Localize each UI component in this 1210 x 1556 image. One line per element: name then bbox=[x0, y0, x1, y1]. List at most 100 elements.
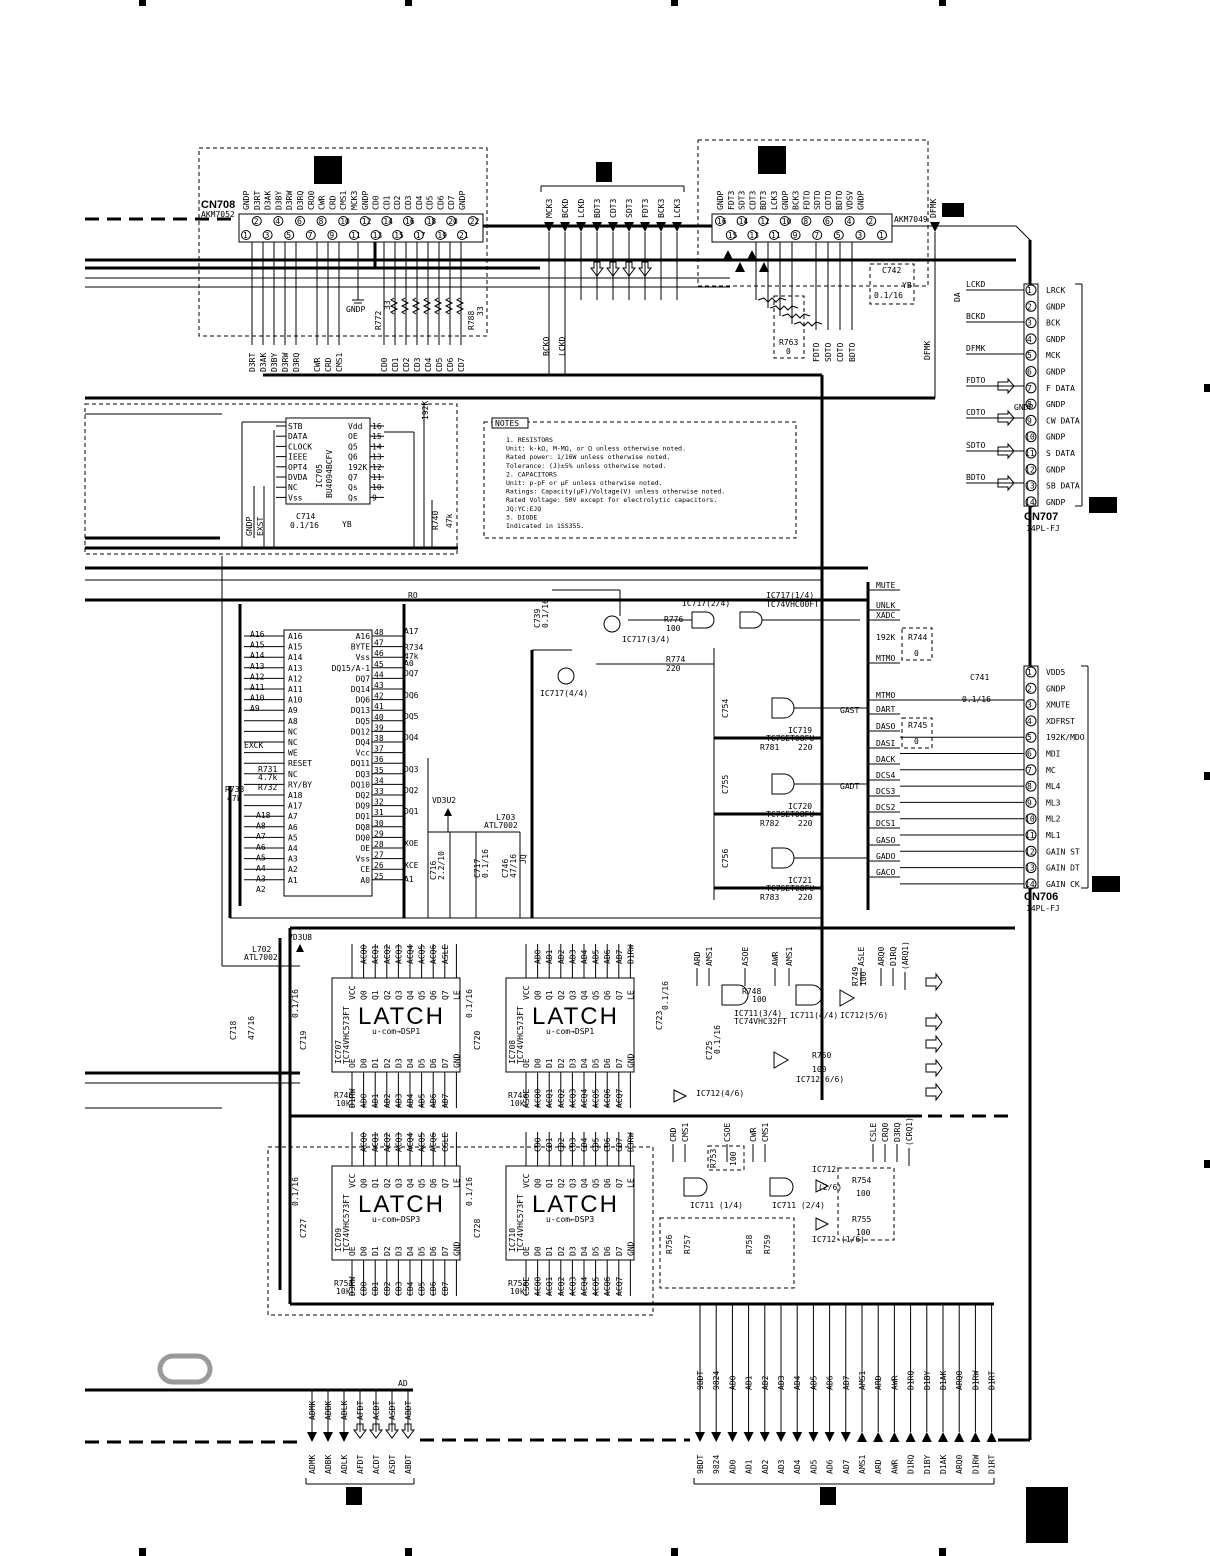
cn706-pin-name: ML2 bbox=[1046, 815, 1061, 824]
latch-top-pin: Q1 bbox=[545, 1178, 554, 1188]
latch-direction: u-com←DSP3 bbox=[546, 1215, 594, 1224]
latch-top-pin: VCC bbox=[522, 985, 531, 1000]
latch-bottom-pin: D5 bbox=[418, 1246, 427, 1256]
latch-bottom-signal: CD3 bbox=[394, 1281, 403, 1296]
resistor-zigzag bbox=[411, 297, 421, 315]
ic704-pin-number: 37 bbox=[374, 745, 384, 754]
r757-label: R757 bbox=[683, 1235, 692, 1254]
ic704-right-pin: A0 bbox=[360, 876, 370, 885]
latch-gate-signal: AWR bbox=[771, 951, 780, 966]
ic704-left-ext: A11 bbox=[250, 683, 265, 692]
r788-value: 33 bbox=[476, 306, 485, 316]
latch-cap-value: 0.1/16 bbox=[291, 1177, 300, 1206]
ic704-left-pin: A18 bbox=[288, 791, 303, 800]
cn707-pin-name: GNDP bbox=[1046, 465, 1065, 474]
ic704-left-pin: A1 bbox=[288, 876, 298, 885]
cn708-pin-circle bbox=[424, 216, 435, 226]
buffer-gate bbox=[771, 773, 795, 795]
cn708-pin-number: 21 bbox=[459, 231, 469, 240]
cn708-pin-name: GNDP bbox=[242, 191, 251, 210]
ic704-pin-number: 30 bbox=[374, 819, 384, 828]
latch-bottom-pin: GND bbox=[452, 1241, 461, 1256]
cn709-pin-circle bbox=[747, 230, 758, 240]
latch-body bbox=[331, 1165, 461, 1261]
resistor-zigzag bbox=[433, 297, 443, 315]
latch-top-pin: Q7 bbox=[615, 1178, 624, 1188]
cn706-input-label: DCS3 bbox=[876, 787, 895, 796]
latch-bottom-signal: CD7 bbox=[441, 1281, 450, 1296]
ic704-left-pin: RY/BY bbox=[288, 780, 312, 789]
r763-label: R763 bbox=[779, 338, 798, 347]
ic704-pin-number: 48 bbox=[374, 628, 384, 637]
latch-bottom-pin: D1 bbox=[371, 1246, 380, 1256]
cn709-pin-name: CDT3 bbox=[748, 191, 757, 210]
latch-top-pin: Q2 bbox=[383, 1178, 392, 1188]
bcko-label: BCKO bbox=[542, 337, 551, 356]
ic704-left-pin: A12 bbox=[288, 674, 303, 683]
ic705-right-pin: Qs bbox=[348, 483, 358, 492]
latch-bottom-pin: GND bbox=[452, 1053, 461, 1068]
ic704-right-pin: DQ15/A-1 bbox=[332, 664, 371, 673]
bottom-right-signal: AD0 bbox=[728, 1459, 737, 1474]
latch-top-signal: AD2 bbox=[557, 949, 566, 964]
l702-label: L702 bbox=[252, 945, 271, 954]
cn708-pin-circle bbox=[241, 230, 251, 240]
bottom-left-signal: ASDT bbox=[388, 1455, 397, 1474]
latch-title: LATCH bbox=[358, 1191, 445, 1218]
bottom-left-hollow-arrow bbox=[401, 1423, 415, 1439]
latch-top-pin: Q3 bbox=[394, 990, 403, 1000]
tab-block-bottom-left bbox=[346, 1487, 362, 1505]
bottom-right-signal: AD6 bbox=[826, 1459, 835, 1474]
cn707-pin-number: 5 bbox=[1027, 351, 1032, 360]
c716-value: 2.2/10 bbox=[437, 851, 446, 880]
latch-bottom-pin: D1 bbox=[371, 1058, 380, 1068]
bottom-right-signal: D1RT bbox=[988, 1455, 997, 1474]
cn707-pin-number: 7 bbox=[1027, 384, 1032, 393]
bottom-left-bus: ADMKADMKADBKADBKADLKADLKAFDTAFDTACDTACDT… bbox=[307, 1390, 415, 1474]
cn709-pin-circle bbox=[823, 216, 833, 226]
latch-gate-signal: (CRQ1) bbox=[905, 1117, 914, 1146]
bottom-right-signal: AD7 bbox=[842, 1459, 851, 1474]
cn709-pin-number: 2 bbox=[868, 217, 873, 226]
ic704-left-pin: A6 bbox=[288, 823, 298, 832]
latch-bottom-pin: D4 bbox=[406, 1246, 415, 1256]
gate-9-label: IC712(4/6) bbox=[696, 1089, 744, 1098]
buffer-ref: IC719 bbox=[788, 726, 812, 735]
latch-bottom-signal: ACQ0 bbox=[534, 1089, 543, 1108]
cn707-pin-circle bbox=[1025, 431, 1037, 443]
buffer-cap: C756 bbox=[721, 849, 730, 868]
cn706-input-label: DCS1 bbox=[876, 819, 895, 828]
ic705-right-pin: Q7 bbox=[348, 473, 358, 482]
bottom-right-arrow bbox=[792, 1432, 803, 1442]
ic704-left-ext: A15 bbox=[250, 641, 265, 650]
bottom-left-arrow bbox=[307, 1432, 317, 1442]
latch-top-signal: ACQ4 bbox=[406, 1133, 415, 1152]
latch-bottom-signal: CSOE bbox=[522, 1277, 531, 1296]
latch-top-pin: Q5 bbox=[418, 1178, 427, 1188]
bottom-left-signal: ADLK bbox=[340, 1455, 349, 1474]
mid-bus-signal: SDT3 bbox=[625, 199, 634, 218]
bottom-right-signal: D1BY bbox=[923, 1455, 932, 1474]
cn706-input-signals: MUTEUNLKXADCMTMOMTMODARTDASODASIDACKDCS4… bbox=[868, 581, 1024, 885]
bottom-right-signal: AD1 bbox=[745, 1459, 754, 1474]
cn709-pin-circle bbox=[736, 216, 747, 226]
latch-top-pin: Q6 bbox=[429, 990, 438, 1000]
latch-bottom-signal: ACQ1 bbox=[545, 1089, 554, 1108]
latch-bottom-signal: ACQ2 bbox=[557, 1277, 566, 1296]
latch-part: TC74VHC573FT bbox=[342, 1194, 351, 1252]
gate-6-label: IC711(4/4) bbox=[790, 1011, 838, 1020]
cn706-input-label: XADC bbox=[876, 611, 895, 620]
cn708-lower-signal: D3BY bbox=[270, 353, 279, 372]
latch-top-signal: AD6 bbox=[603, 949, 612, 964]
ic704-left-pin: NC bbox=[288, 738, 298, 747]
cn707-input-label: CDTO bbox=[966, 408, 985, 417]
ic704-left-pin: A2 bbox=[288, 865, 298, 874]
latch-direction: u-com→DSP1 bbox=[372, 1027, 420, 1036]
resistor-zigzag bbox=[389, 297, 399, 315]
ic704-left-pin: RESET bbox=[288, 759, 312, 768]
latch-cap: C728 bbox=[473, 1219, 482, 1238]
ic704-right-pin: BYTE bbox=[351, 643, 370, 652]
ic705-ref: IC705 bbox=[315, 464, 324, 488]
